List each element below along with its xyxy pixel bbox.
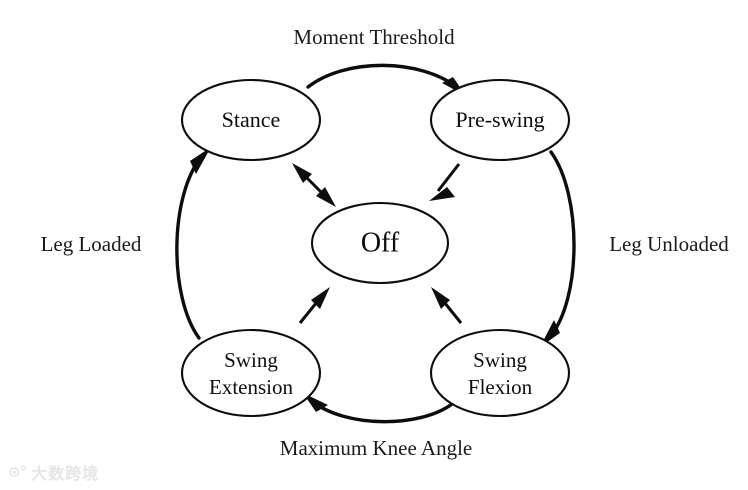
node-swing-extension[interactable]: Swing Extension [180, 328, 322, 418]
arrow-head-left [190, 147, 211, 174]
watermark-logo-icon: ⊙° [8, 463, 27, 481]
connection-off-pre-swing [429, 163, 461, 201]
edge-label-moment-threshold: Moment Threshold [293, 25, 455, 49]
edge-label-leg-loaded: Leg Loaded [41, 232, 142, 256]
connection-off-swing-extension [298, 287, 330, 324]
node-stance[interactable]: Stance [180, 78, 322, 162]
edge-swing-extension-to-stance [175, 147, 211, 340]
watermark-text: 大数跨境 [31, 464, 100, 483]
node-pre-swing-label: Pre-swing [455, 107, 544, 132]
node-swing-flexion-ellipse [429, 328, 571, 418]
node-swing-flexion-label-line1: Swing [473, 348, 527, 372]
edge-path-left [175, 154, 204, 340]
arrow-head-stance-inward [316, 187, 336, 207]
node-off-label: Off [361, 227, 400, 258]
node-stance-label: Stance [222, 107, 281, 132]
node-pre-swing[interactable]: Pre-swing [429, 78, 571, 162]
node-off-ellipse [310, 201, 450, 285]
arrow-head-bottom [303, 393, 328, 412]
edge-stance-to-pre-swing [306, 63, 466, 96]
edge-pre-swing-to-swing-flexion [540, 150, 576, 347]
node-off[interactable]: Off [310, 201, 450, 285]
arrow-head-swing-flexion-inward [431, 287, 450, 309]
edge-path-bottom [310, 399, 454, 424]
edge-label-leg-unloaded: Leg Unloaded [609, 232, 729, 256]
connection-off-swing-flexion [431, 287, 463, 324]
edge-path-top [306, 63, 460, 90]
node-swing-flexion-label-line2: Flexion [468, 375, 533, 399]
edge-label-maximum-knee-angle: Maximum Knee Angle [280, 436, 472, 460]
node-stance-ellipse [180, 78, 322, 162]
arrow-head-stance-outward [292, 163, 312, 183]
edge-swing-flexion-to-swing-extension [303, 393, 454, 424]
node-swing-flexion[interactable]: Swing Flexion [429, 328, 571, 418]
watermark: ⊙° 大数跨境 [8, 460, 99, 484]
node-pre-swing-ellipse [429, 78, 571, 162]
spoke-path-pre-swing [436, 163, 461, 192]
node-swing-extension-label-line1: Swing [224, 348, 278, 372]
arrow-head-swing-extension-inward [311, 287, 330, 309]
node-swing-extension-ellipse [180, 328, 322, 418]
arrow-head-pre-swing-inward [429, 187, 455, 201]
edge-path-right [547, 150, 576, 340]
node-swing-extension-label-line2: Extension [209, 375, 293, 399]
connection-off-stance [292, 163, 336, 207]
